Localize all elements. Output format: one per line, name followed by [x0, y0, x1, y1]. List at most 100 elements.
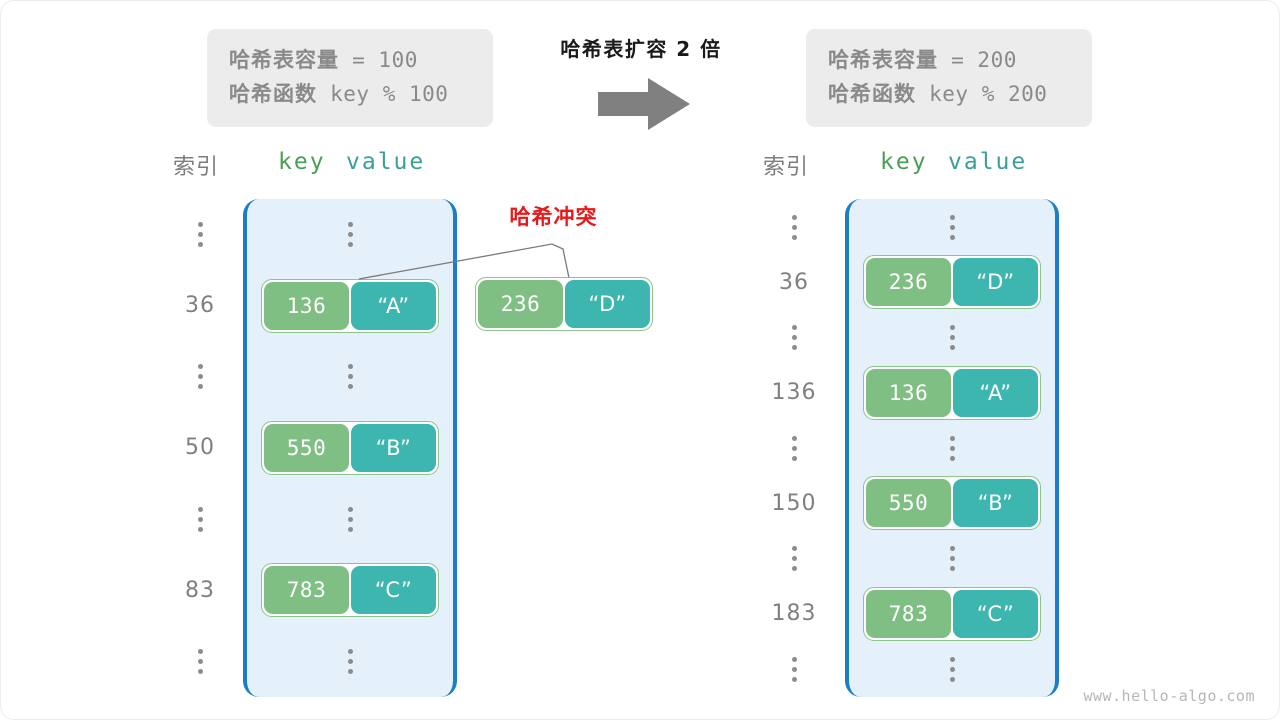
entry-pair[interactable]: 136“A”	[261, 278, 439, 333]
after-bucket-array: 236“D” 136“A” 550“B” 783“C”	[845, 199, 1059, 697]
before-bucket-ellipsis	[247, 349, 453, 405]
entry-value: “C”	[953, 589, 1038, 638]
after-index-ellipsis-icon	[791, 420, 797, 476]
entry-pair[interactable]: 783“C”	[863, 586, 1041, 641]
after-index-label: 150	[771, 490, 817, 516]
before-bucket-slot: 136“A”	[247, 278, 453, 334]
before-capacity-line: 哈希表容量 = 100	[229, 43, 471, 77]
after-hashfn-line: 哈希函数 key % 200	[828, 77, 1070, 111]
colliding-entry-value: “D”	[565, 280, 650, 328]
after-bucket-ellipsis	[849, 531, 1055, 587]
entry-key: 236	[866, 258, 951, 307]
after-bucket-ellipsis-icon	[949, 531, 955, 587]
before-index-label: 50	[185, 435, 215, 461]
after-hashfn-expr: key % 200	[916, 82, 1048, 106]
after-index-label: 136	[771, 380, 817, 406]
entry-value: “A”	[351, 281, 436, 330]
entry-pair[interactable]: 236“D”	[863, 255, 1041, 310]
before-bucket-array: 136“A” 550“B” 783“C”	[243, 199, 457, 697]
entry-value: “D”	[953, 258, 1038, 307]
before-bucket-slot: 550“B”	[247, 420, 453, 476]
entry-key: 550	[264, 423, 349, 472]
before-index-ellipsis-icon	[197, 491, 203, 547]
after-bucket-slot: 236“D”	[849, 255, 1055, 310]
after-index-ellipsis	[791, 531, 797, 587]
after-index-label: 36	[779, 269, 809, 295]
before-index-ellipsis-icon	[197, 633, 203, 689]
after-capacity-expr: = 200	[938, 48, 1017, 72]
after-bucket-ellipsis-icon	[949, 641, 955, 697]
entry-key: 783	[264, 566, 349, 615]
after-bucket-slot: 550“B”	[849, 476, 1055, 531]
transform-label: 哈希表扩容 2 倍	[560, 37, 722, 61]
after-index-ellipsis-icon	[791, 641, 797, 697]
after-header-value: value	[948, 149, 1028, 175]
after-index-ellipsis	[791, 641, 797, 697]
before-index-ellipsis	[197, 349, 203, 405]
after-header-index: 索引	[763, 155, 810, 180]
before-info-box: 哈希表容量 = 100 哈希函数 key % 100	[207, 29, 493, 127]
before-header-index: 索引	[173, 155, 220, 180]
after-bucket-ellipsis	[849, 420, 1055, 476]
entry-pair[interactable]: 783“C”	[261, 563, 439, 618]
after-bucket-ellipsis	[849, 310, 1055, 366]
entry-key: 783	[866, 589, 951, 638]
after-bucket-slot: 783“C”	[849, 586, 1055, 642]
entry-key: 136	[866, 368, 951, 417]
after-index-ellipsis	[791, 310, 797, 366]
after-index-label: 183	[771, 601, 817, 627]
entry-value: “B”	[953, 479, 1038, 528]
after-bucket-slot: 136“A”	[849, 365, 1055, 421]
before-index-label: 36	[185, 293, 215, 319]
entry-pair[interactable]: 550“B”	[261, 420, 439, 475]
watermark: www.hello-algo.com	[1083, 687, 1255, 705]
before-bucket-ellipsis-icon	[347, 491, 353, 547]
after-capacity-label: 哈希表容量	[828, 48, 938, 72]
before-capacity-expr: = 100	[339, 48, 418, 72]
after-index-ellipsis	[791, 199, 797, 255]
before-index-column: 36 50 83	[171, 199, 229, 697]
entry-key: 550	[866, 479, 951, 528]
before-bucket-ellipsis-icon	[347, 349, 353, 405]
entry-value: “A”	[953, 368, 1038, 417]
before-bucket-ellipsis-icon	[347, 207, 353, 263]
after-index-ellipsis	[791, 420, 797, 476]
before-header-value: value	[346, 149, 426, 175]
right-arrow-icon	[598, 78, 690, 130]
after-capacity-line: 哈希表容量 = 200	[828, 43, 1070, 77]
collision-label: 哈希冲突	[509, 205, 598, 229]
after-index-ellipsis-icon	[791, 531, 797, 587]
before-bucket-slot: 783“C”	[247, 562, 453, 618]
after-index-ellipsis-icon	[791, 199, 797, 255]
before-index-ellipsis	[197, 633, 203, 689]
before-bucket-ellipsis	[247, 491, 453, 547]
after-bucket-ellipsis-icon	[949, 420, 955, 476]
before-bucket-ellipsis	[247, 633, 453, 689]
after-bucket-ellipsis	[849, 641, 1055, 697]
after-bucket-ellipsis-icon	[949, 310, 955, 366]
before-index-ellipsis-icon	[197, 207, 203, 263]
entry-key: 136	[264, 281, 349, 330]
before-header-key: key	[278, 149, 326, 175]
before-index-ellipsis-icon	[197, 349, 203, 405]
after-header-key: key	[880, 149, 928, 175]
before-capacity-label: 哈希表容量	[229, 48, 339, 72]
before-hashfn-line: 哈希函数 key % 100	[229, 77, 471, 111]
after-bucket-ellipsis-icon	[949, 199, 955, 255]
before-index-ellipsis	[197, 491, 203, 547]
after-bucket-ellipsis	[849, 199, 1055, 255]
entry-pair[interactable]: 550“B”	[863, 476, 1041, 531]
after-info-box: 哈希表容量 = 200 哈希函数 key % 200	[806, 29, 1092, 127]
before-bucket-ellipsis	[247, 207, 453, 263]
after-index-column: 36 136 150 183	[759, 199, 829, 697]
colliding-entry-key: 236	[478, 280, 563, 328]
after-index-ellipsis-icon	[791, 310, 797, 366]
before-hashfn-expr: key % 100	[317, 82, 449, 106]
before-index-label: 83	[185, 577, 215, 603]
after-hashfn-label: 哈希函数	[828, 82, 916, 106]
before-hashfn-label: 哈希函数	[229, 82, 317, 106]
colliding-entry-pair[interactable]: 236 “D”	[475, 277, 653, 331]
entry-value: “B”	[351, 423, 436, 472]
entry-pair[interactable]: 136“A”	[863, 365, 1041, 420]
